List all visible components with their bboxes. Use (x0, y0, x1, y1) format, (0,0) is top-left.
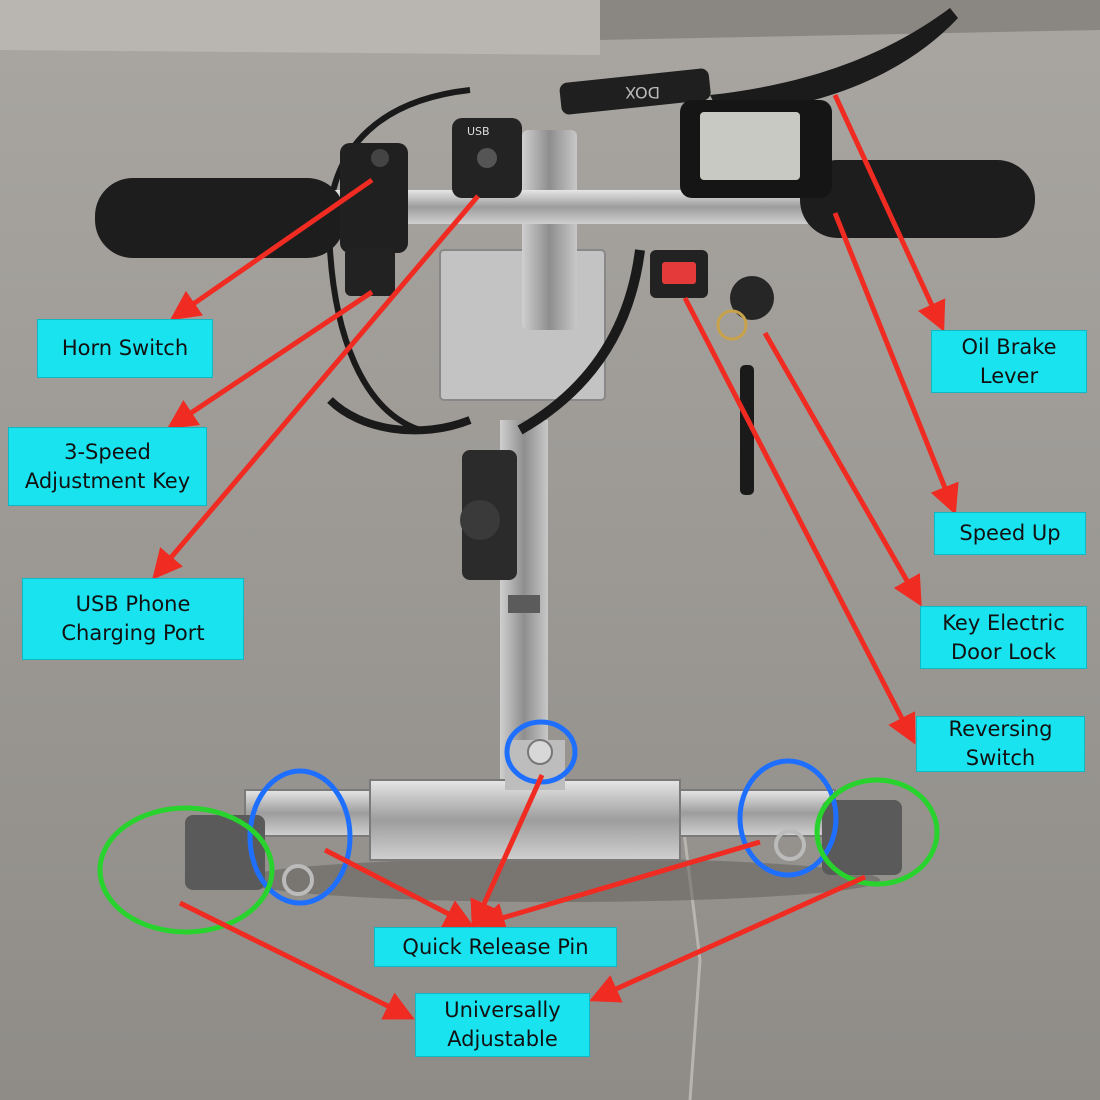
usb-module-text: USB (467, 125, 490, 138)
right-pin-ring (774, 829, 806, 861)
arrow-reversing (682, 296, 916, 745)
cable (517, 249, 645, 435)
arrow-qr-right (474, 839, 761, 933)
arrow-univ-left (178, 900, 415, 1020)
crossbar-center-block (369, 779, 681, 861)
speed-selector-housing (345, 248, 395, 296)
arrow-qr-left (323, 847, 475, 928)
ground-crack (678, 799, 702, 1100)
arrow-univ-right (589, 874, 867, 1003)
speed-up-label: Speed Up (934, 512, 1086, 555)
horn-switch-housing (340, 143, 408, 253)
universally-adjustable-label: Universally Adjustable (415, 993, 590, 1057)
left-grip (95, 178, 345, 258)
right-grip (800, 160, 1035, 238)
arrow-usb-port (152, 194, 480, 580)
key-lock (730, 276, 774, 320)
quick-release-pin-label: Quick Release Pin (374, 927, 617, 967)
usb-charging-port-label: USB Phone Charging Port (22, 578, 244, 660)
speed-adjustment-key-label: 3-Speed Adjustment Key (8, 427, 207, 506)
right-clamp (822, 800, 902, 875)
key (740, 365, 754, 495)
oil-brake-lever-label: Oil Brake Lever (931, 330, 1087, 393)
horn-switch-label: Horn Switch (37, 319, 213, 378)
chainring (460, 500, 500, 540)
key-door-lock-label: Key Electric Door Lock (920, 606, 1087, 669)
frame-tube-bracket (508, 595, 540, 613)
highlight-circle-green (97, 805, 275, 935)
arrow-oil-brake (832, 93, 946, 332)
curb (0, 0, 600, 55)
lcd-screen (700, 112, 800, 180)
left-clamp (185, 815, 265, 890)
key-ring (716, 309, 748, 341)
handlebar (300, 190, 820, 224)
arrow-horn-switch (169, 177, 374, 321)
cable (327, 397, 472, 435)
curb-step (600, 0, 1100, 40)
stem (522, 130, 577, 330)
reversing-switch-label: Reversing Switch (916, 716, 1085, 772)
arrow-door-lock (762, 331, 922, 607)
left-pin-ring (282, 864, 314, 896)
reversing-switch-button (662, 262, 696, 284)
brake-brand-text: DOX (625, 83, 660, 102)
brake-lever-body (559, 68, 711, 115)
horn-button (371, 149, 389, 167)
center-pin (527, 739, 553, 765)
brake-lever-blade (710, 8, 958, 115)
arrow-speed-key (166, 289, 374, 430)
arrow-qr-center (470, 773, 545, 931)
usb-socket (477, 148, 497, 168)
arrow-speed-up (832, 212, 959, 515)
highlight-circle-blue (737, 758, 839, 878)
highlight-circle-green (814, 777, 940, 887)
highlight-circle-blue (247, 768, 353, 906)
